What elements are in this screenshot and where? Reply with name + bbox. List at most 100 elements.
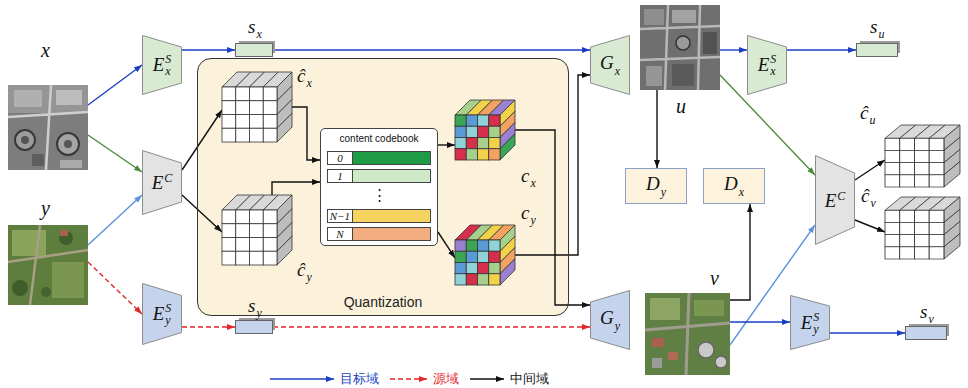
image-frame: u — [640, 5, 720, 90]
cube-front-cell — [236, 101, 250, 115]
subscript: v — [928, 312, 933, 326]
generator-trapezoid: Gy — [590, 290, 630, 350]
cube-drawing — [222, 72, 292, 142]
codebook-row: N — [327, 227, 431, 241]
legend-target-line — [270, 378, 334, 380]
math-label: ĉx — [297, 66, 312, 89]
code-vector-bar — [353, 227, 431, 241]
superscript: S — [165, 302, 171, 314]
cube-front-cell — [929, 247, 944, 259]
subscript: x — [165, 65, 171, 77]
feature-name: ĉ — [297, 259, 305, 280]
cube-front-cell — [263, 238, 277, 252]
subscript: x — [615, 64, 620, 78]
math-label: su — [870, 17, 884, 40]
cube-front-cell — [466, 240, 477, 251]
cube-front-cell — [222, 128, 236, 142]
generated-image-u — [640, 5, 720, 90]
cube-front-cell — [929, 138, 944, 150]
cube-front-cell — [263, 101, 277, 115]
connector-arrow — [730, 225, 815, 345]
connector-arrow — [515, 75, 590, 255]
cube-front-cell — [478, 251, 489, 262]
trapezoid-fill — [816, 156, 855, 245]
panel-title: Quantization — [198, 294, 568, 310]
script-stack: Sx — [770, 53, 776, 77]
cube-front-cell — [900, 222, 915, 234]
cube-front-cell — [478, 263, 489, 274]
math-label: cx — [521, 166, 536, 189]
cube-front-cell — [900, 138, 915, 150]
cube-front-cell — [929, 163, 944, 175]
cube-front-cell — [900, 163, 915, 175]
cube-front-cell — [455, 115, 466, 126]
cube-front-cell — [929, 150, 944, 162]
codebook-row: 1 — [327, 169, 431, 183]
cube-front-cell — [914, 175, 929, 187]
subscript: u — [869, 113, 875, 127]
cube-front-cell — [478, 115, 489, 126]
cube-front-cell — [900, 210, 915, 222]
codebook-row: N−1 — [327, 209, 431, 223]
superscript: S — [813, 311, 819, 323]
cube-front-cell — [478, 126, 489, 137]
cube-front-cell — [263, 251, 277, 265]
cube-drawing — [222, 195, 292, 265]
cube-drawing — [455, 225, 515, 285]
cube-front-cell — [489, 274, 500, 285]
cube-drawing — [885, 125, 960, 187]
cube-front-cell — [885, 222, 900, 234]
cube-front-cell — [489, 115, 500, 126]
cube-front-cell — [914, 210, 929, 222]
math-label: ESx — [153, 53, 172, 77]
code-vector-box: sv — [905, 326, 947, 340]
math-label: Gy — [600, 308, 620, 331]
trapezoid-fill — [748, 36, 787, 95]
math-label: Dx — [724, 174, 744, 197]
math-label: sy — [248, 296, 262, 319]
connector-arrow — [656, 90, 657, 168]
connector-arrow — [855, 220, 885, 232]
cube-front-cell — [222, 238, 236, 252]
subscript: u — [878, 27, 884, 41]
feature-name: ĉ — [861, 185, 869, 206]
legend-text: 源域 — [433, 371, 459, 387]
cube-front-cell — [263, 224, 277, 238]
connector-arrow — [88, 262, 142, 314]
cube-front-cell — [466, 149, 477, 160]
cube-front-cell — [900, 150, 915, 162]
cube-front-cell — [263, 128, 277, 142]
feature-name: ĉ — [860, 102, 868, 123]
cube-front-cell — [250, 87, 264, 101]
cube-front-cell — [478, 138, 489, 149]
connector-arrow — [438, 144, 455, 145]
feature-cube: ĉv — [885, 197, 960, 259]
discriminator-name: D — [724, 173, 738, 194]
code-vector-box: sy — [235, 320, 273, 334]
cube-front-cell — [250, 238, 264, 252]
connector-arrow — [855, 160, 885, 180]
cube-side-cell — [277, 113, 292, 142]
satellite-image-x — [8, 85, 88, 170]
module-name: E — [152, 173, 164, 194]
cube-front-cell — [222, 251, 236, 265]
connector-arrow — [292, 107, 320, 160]
trapezoid-fill — [791, 296, 830, 350]
cube-side-cell — [944, 234, 960, 259]
cube-drawing — [885, 197, 960, 259]
math-label: sv — [920, 302, 934, 325]
connector-arrow — [182, 195, 222, 232]
module-name: E — [153, 54, 165, 75]
cube-side-cell — [500, 259, 515, 285]
discriminator-name: D — [646, 173, 660, 194]
cube-front-cell — [914, 235, 929, 247]
math-label: EC — [825, 190, 846, 210]
cube-front-cell — [250, 128, 264, 142]
cube-front-cell — [263, 115, 277, 129]
connector-arrow — [720, 75, 815, 175]
generated-image-v — [645, 293, 730, 375]
subscript: x — [770, 65, 776, 77]
code-vector-box: su — [856, 43, 898, 57]
encoder-trapezoid: ESy — [142, 283, 182, 345]
connector-arrow — [720, 49, 747, 50]
